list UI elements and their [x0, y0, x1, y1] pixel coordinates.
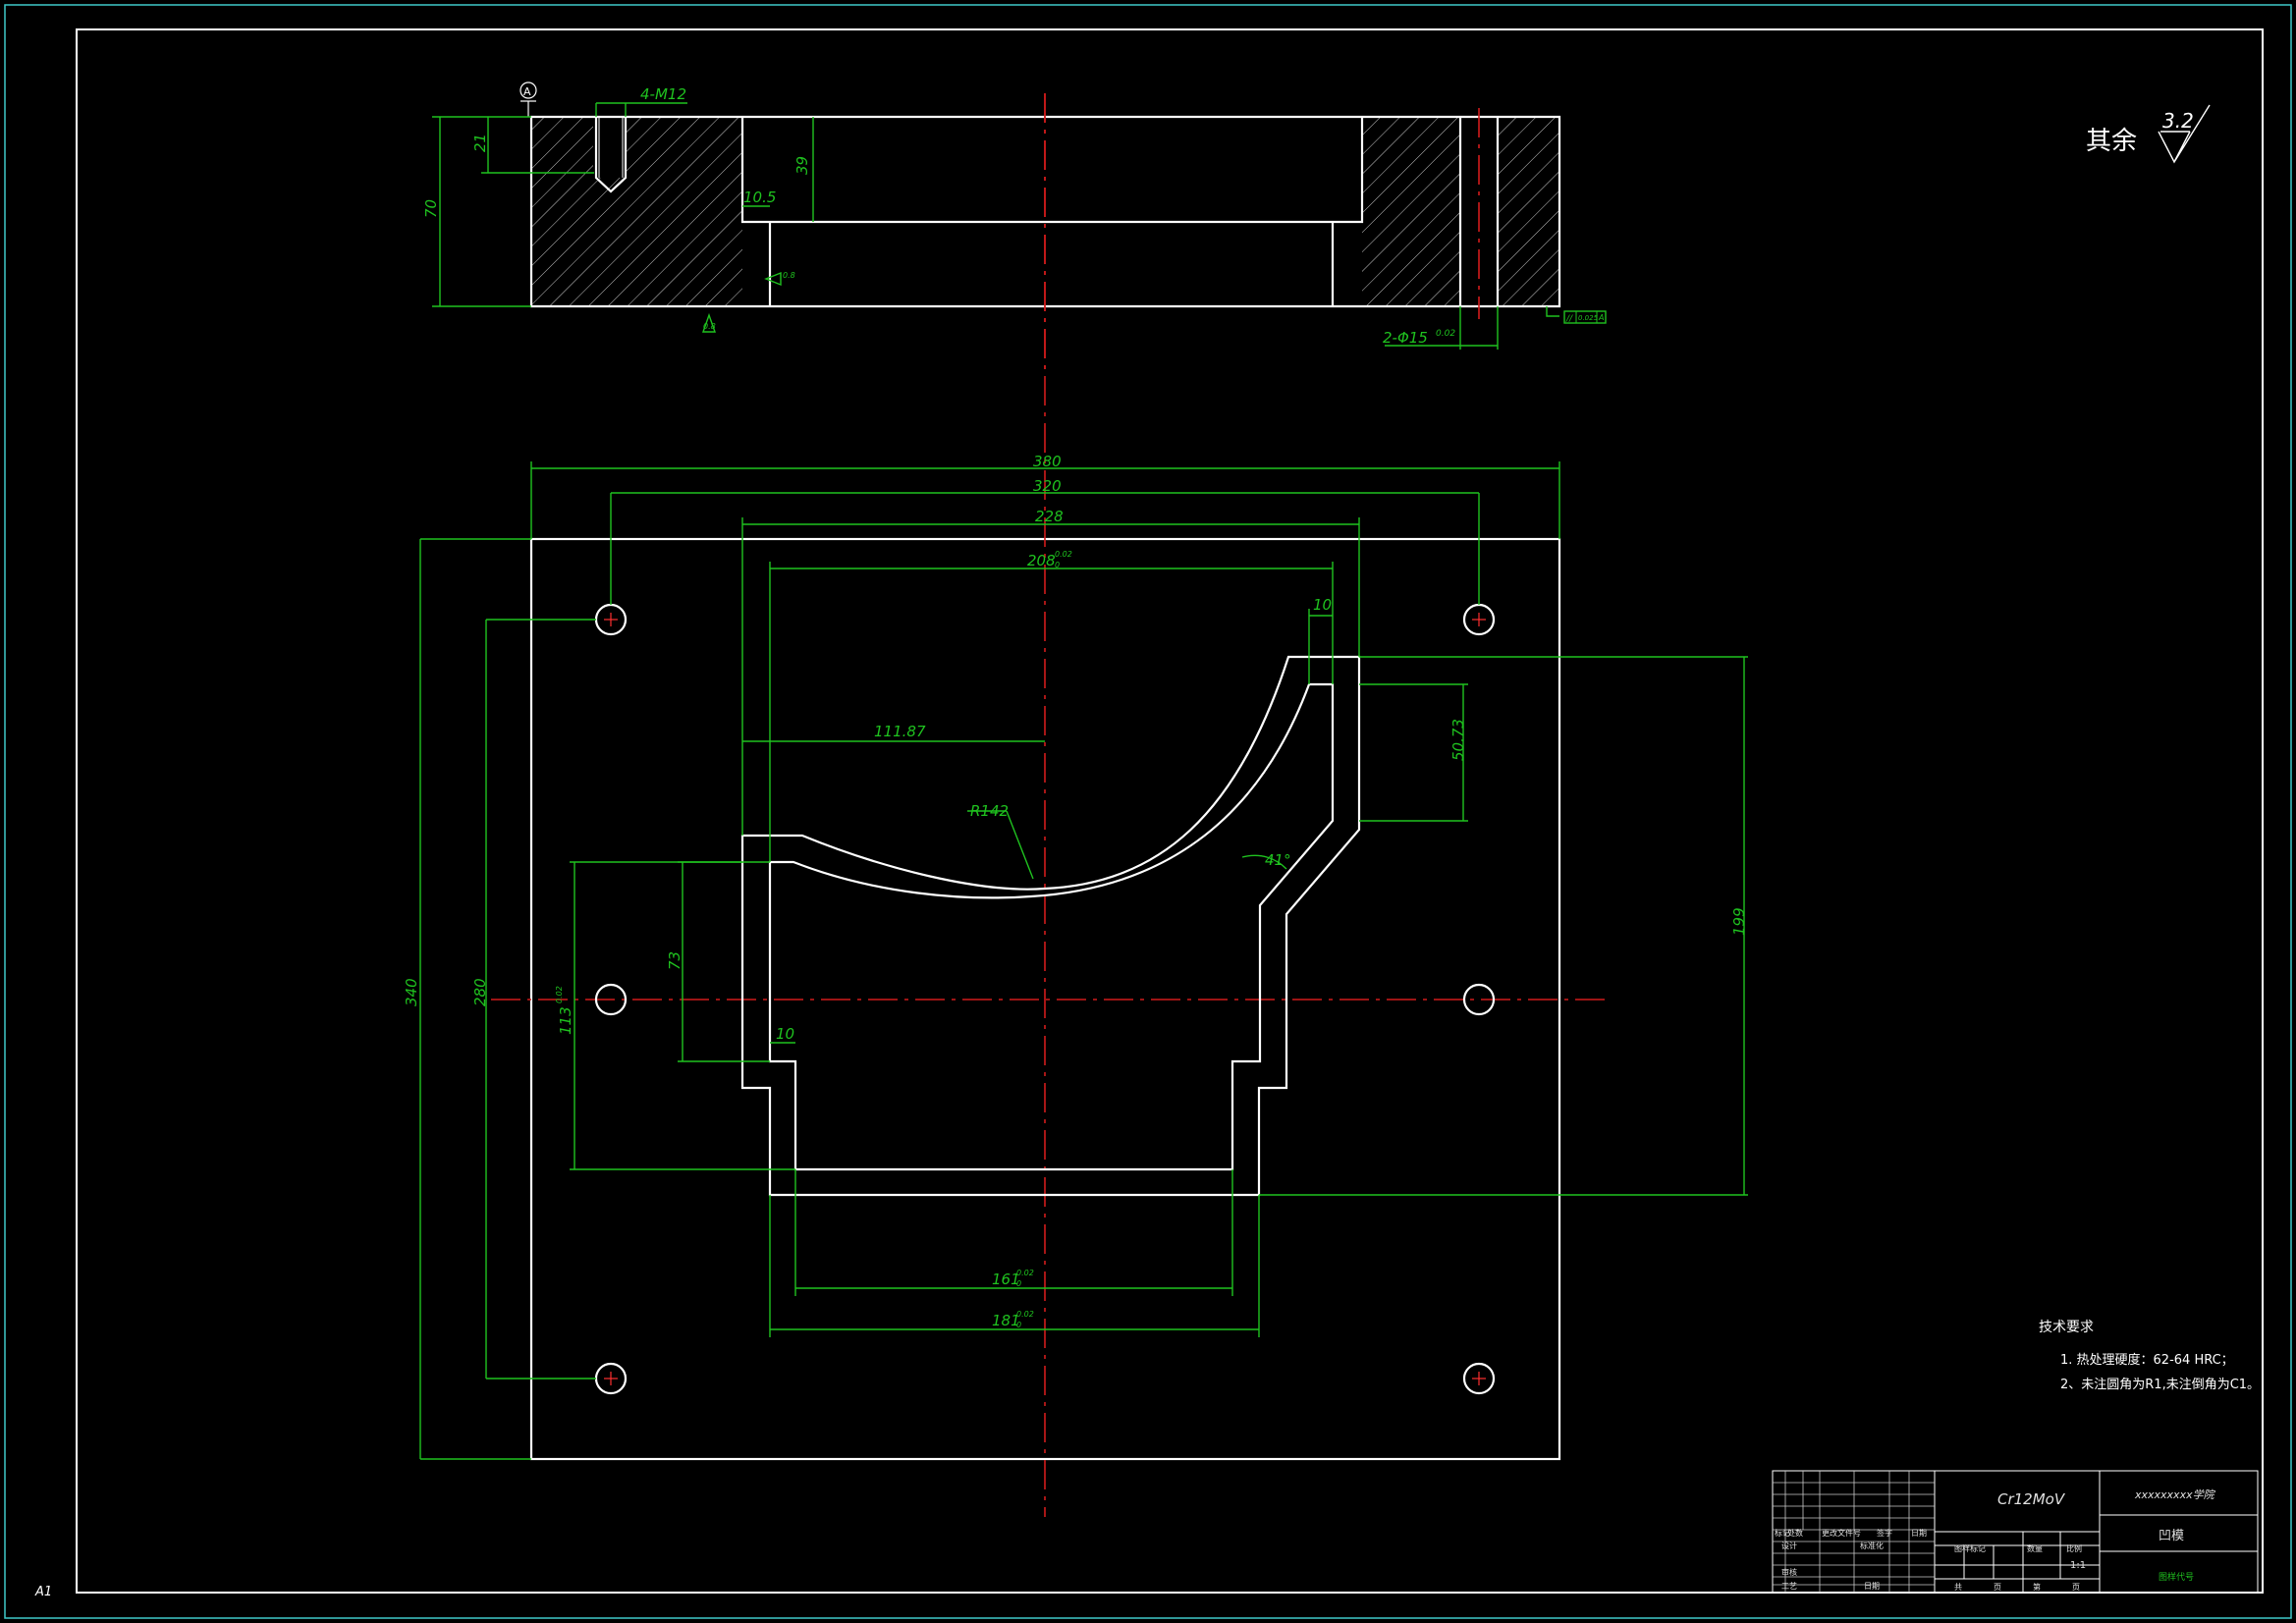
dim-bolt-pitch-y: 280	[471, 978, 489, 1006]
section-outline	[529, 115, 1561, 308]
dim-bottom-outer-tol: 0.02	[1016, 1310, 1034, 1319]
dim-bolt-pitch-x: 320	[1033, 477, 1062, 495]
rev-header: 签字	[1877, 1528, 1892, 1538]
dim-angle: 41°	[1265, 851, 1291, 869]
tolerance-value: 0.025	[1578, 314, 1599, 322]
tech-item: 2、未注圆角为R1,未注倒角为C1。	[2060, 1378, 2260, 1392]
dim-top-slot: 10	[1313, 596, 1332, 614]
tolerance-symbol: //	[1565, 314, 1573, 324]
dim-bottom-inner-tol-zero: 0	[1016, 1279, 1021, 1288]
roughness-label: 其余	[2086, 127, 2137, 156]
plan-view: 380 320 228 208 0.02 0 340 280 111.87 R1…	[403, 93, 1748, 1517]
sheet-label: 页	[1994, 1583, 2001, 1592]
dim-inner-width-tol-zero: 0	[1055, 561, 1060, 569]
tech-item: 1. 热处理硬度：62-64 HRC；	[2060, 1352, 2234, 1368]
finish-mark-bottom: 0.8	[703, 322, 716, 331]
dim-inner-width-tol: 0.02	[1055, 550, 1072, 559]
finish-mark-side: 0.8	[783, 271, 795, 280]
dim-inner-width: 208	[1027, 552, 1056, 569]
scale-value: 1:1	[2070, 1560, 2086, 1571]
tolerance-datum: A	[1598, 313, 1604, 322]
datum-a-label: A	[523, 85, 531, 98]
inner-frame	[76, 28, 2264, 1594]
dim-bottom-inner-tol: 0.02	[1016, 1269, 1034, 1277]
outer-frame	[4, 4, 2292, 1619]
stage-header: 图样标记	[1954, 1543, 1986, 1553]
dim-cavity-width: 228	[1035, 508, 1064, 525]
dim-left-tol-value: 0.02	[555, 986, 564, 1003]
part-name: 凹模	[2159, 1529, 2184, 1543]
role-label: 设计	[1781, 1541, 1797, 1550]
material: Cr12MoV	[1997, 1490, 2066, 1508]
cavity-inner-profile	[768, 682, 1335, 1171]
roughness-value: 3.2	[2162, 109, 2194, 133]
stage-header: 数量	[2027, 1543, 2043, 1553]
dim-radius: R142	[970, 802, 1009, 820]
rev-header: 更改文件号	[1822, 1528, 1861, 1538]
dim-cut-offset: 111.87	[874, 723, 926, 740]
role-label: 标准化	[1860, 1541, 1884, 1550]
stage-header: 比例	[2066, 1543, 2082, 1553]
school-name: xxxxxxxxx学院	[2134, 1488, 2216, 1501]
section-hatch-right-a	[1362, 117, 1460, 306]
tapped-hole	[594, 117, 628, 193]
dim-top-drop: 50.73	[1449, 719, 1467, 761]
dim-height: 340	[403, 978, 420, 1006]
section-pocket	[740, 117, 1364, 306]
dim-left-height: 73	[666, 951, 683, 970]
dim-ledge: 10.5	[743, 189, 776, 206]
section-hatch-right-b	[1498, 117, 1559, 306]
thread-label: 4-M12	[640, 85, 686, 103]
title-block	[1772, 1470, 2259, 1594]
section-view: A 4-M12 70 21 39 10.5 2-Φ15 0.02 0.8 0.8…	[422, 81, 1607, 373]
title-block-text: Cr12MoV xxxxxxxxx学院 凹模 图样代号 1:1 标记 处数 更改…	[1775, 1488, 2216, 1592]
datum-a-symbol	[519, 81, 537, 99]
dim-pin-tol: 0.02	[1436, 329, 1455, 339]
role-label: 日期	[1864, 1582, 1880, 1591]
dim-bottom-outer: 181	[992, 1312, 1020, 1329]
rev-header: 日期	[1911, 1529, 1927, 1538]
dim-tap-depth: 21	[471, 134, 489, 152]
sheet-label: 页	[2072, 1583, 2080, 1592]
bolt-hole	[1462, 983, 1496, 1016]
bolt-hole	[1462, 1362, 1496, 1395]
tech-requirements: 技术要求 1. 热处理硬度：62-64 HRC； 2、未注圆角为R1,未注倒角为…	[2039, 1320, 2260, 1392]
tech-title: 技术要求	[2039, 1320, 2094, 1335]
section-hatch-left	[531, 117, 742, 306]
role-label: 审核	[1781, 1567, 1797, 1577]
dim-height: 70	[422, 199, 440, 218]
rev-header: 处数	[1787, 1528, 1803, 1538]
tolerance-frame	[1563, 310, 1607, 324]
bolt-hole	[594, 983, 628, 1016]
sheet-label: 第	[2033, 1582, 2041, 1592]
sheet-size-label: A1	[34, 1585, 52, 1599]
dim-total-depth: 199	[1730, 907, 1748, 936]
dim-bottom-inner: 161	[992, 1271, 1020, 1288]
roughness-note: 其余 3.2	[2086, 104, 2211, 164]
dim-left-tol: 113	[557, 1006, 574, 1035]
dim-pocket-depth: 39	[793, 156, 811, 175]
sheet-label: 共	[1954, 1583, 1962, 1592]
dim-pin-holes: 2-Φ15	[1383, 329, 1428, 347]
section-pin-hole	[1458, 117, 1500, 306]
cavity-outer-profile	[740, 655, 1361, 1197]
drawing-no: 图样代号	[2159, 1571, 2194, 1583]
dim-step: 10	[776, 1025, 794, 1043]
dim-bottom-outer-tol-zero: 0	[1016, 1321, 1021, 1329]
role-label: 工艺	[1781, 1582, 1797, 1591]
dim-width: 380	[1033, 453, 1062, 470]
rev-header: 标记	[1775, 1528, 1790, 1538]
